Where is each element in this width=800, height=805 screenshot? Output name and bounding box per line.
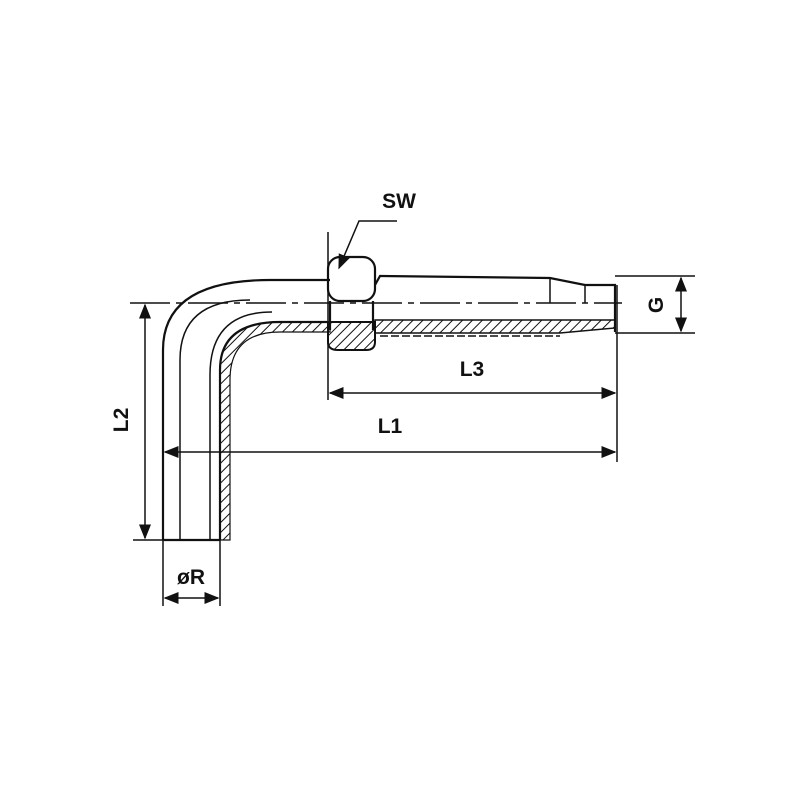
dimension-l1: L1 [163,415,617,458]
dim-label-sw: SW [382,190,416,213]
pipe-body [161,278,331,542]
dimension-r: øR [163,566,220,604]
dim-label-g: G [645,297,668,313]
dim-label-l2: L2 [110,408,133,433]
fitting-body [374,274,617,337]
dimension-l2: L2 [110,303,151,540]
dimension-g: G [645,276,687,333]
extension-lines [133,232,695,606]
dimension-sw: SW [338,190,416,270]
dimension-l3: L3 [328,358,617,399]
dim-label-l1: L1 [378,415,403,438]
dim-label-l3: L3 [460,358,485,381]
dim-label-r: øR [177,566,205,589]
